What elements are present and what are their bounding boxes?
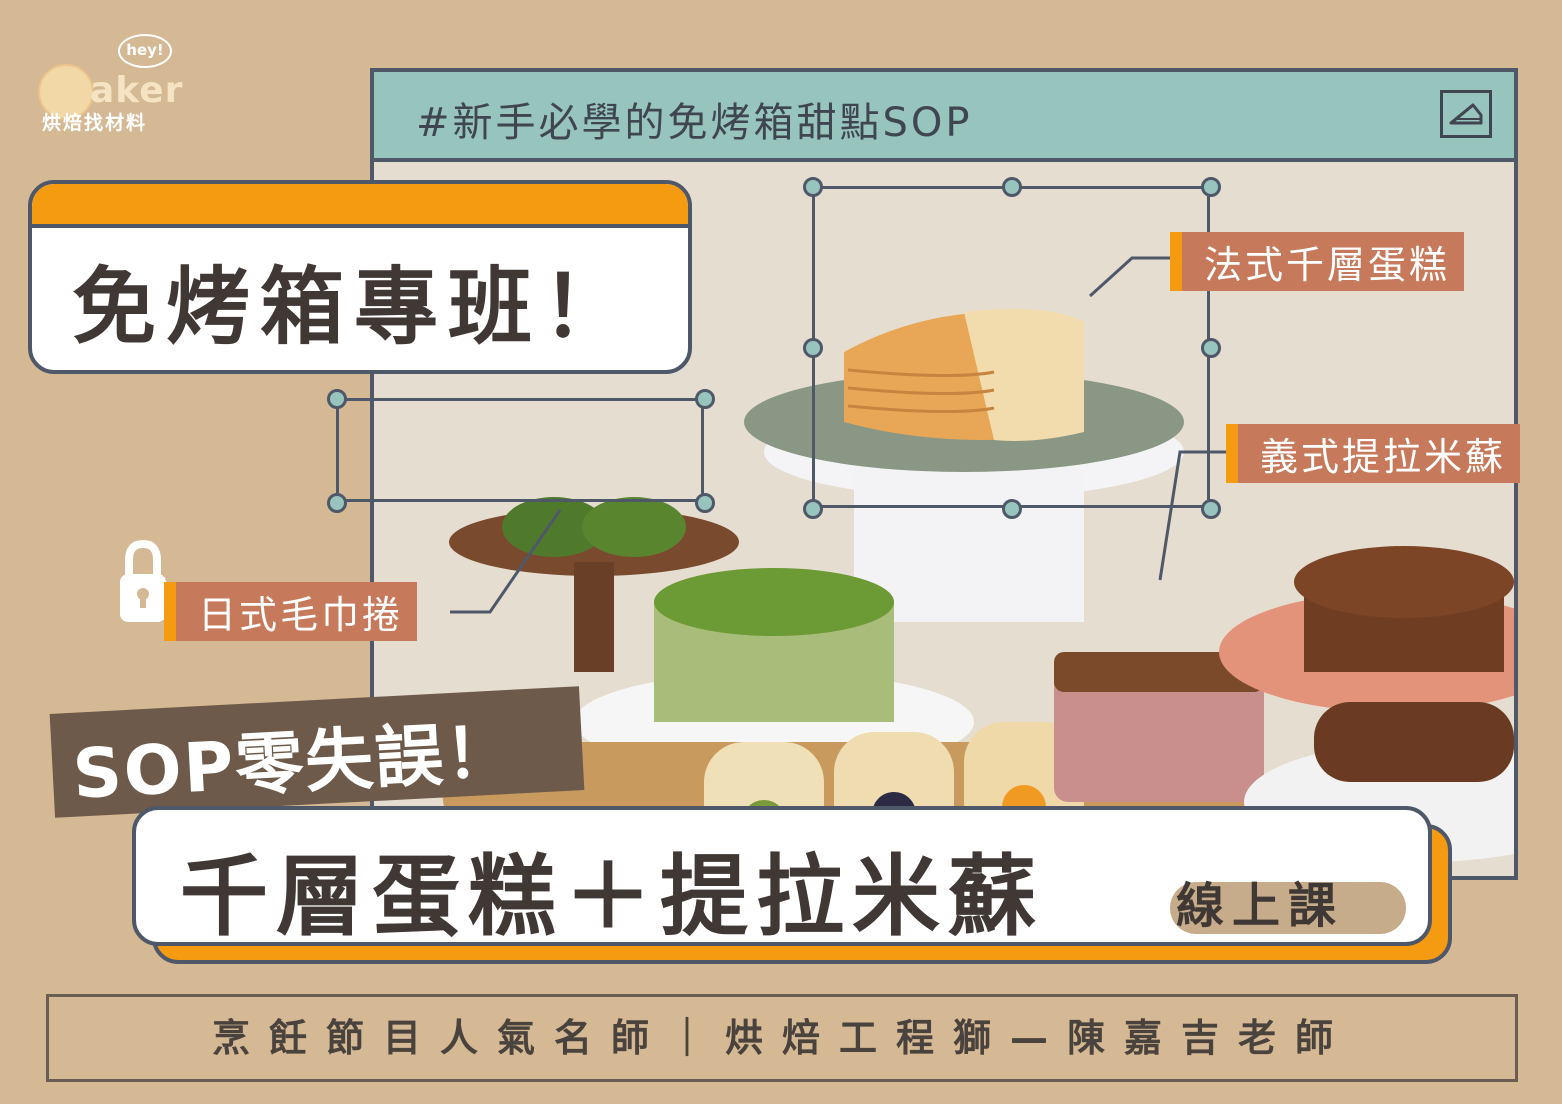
course-card: 千層蛋糕＋提拉米蘇 線上課: [132, 806, 1432, 948]
resize-handle[interactable]: [327, 389, 347, 409]
logo-speech-bubble: hey!: [118, 34, 172, 68]
selection-frame-mille-crepe[interactable]: [803, 177, 1221, 519]
resize-handle[interactable]: [1201, 499, 1221, 519]
resize-handle[interactable]: [803, 499, 823, 519]
logo-mascot-icon: [38, 64, 94, 120]
headline-card: 免烤箱專班！: [28, 180, 692, 374]
window-title: #新手必學的免烤箱甜點SOP: [416, 100, 973, 146]
headline-text: 免烤箱專班！: [72, 258, 637, 356]
tag-mille-crepe: 法式千層蛋糕: [1170, 232, 1465, 291]
selection-frame-towel-roll[interactable]: [327, 389, 715, 513]
online-course-label: 線上課: [1176, 878, 1345, 934]
resize-handle[interactable]: [327, 493, 347, 513]
lock-icon: [118, 538, 168, 624]
logo-subtitle: 烘焙找材料: [42, 112, 148, 134]
resize-handle[interactable]: [803, 177, 823, 197]
resize-handle[interactable]: [803, 338, 823, 358]
headline-card-stripe: [32, 184, 688, 228]
resize-handle[interactable]: [1002, 499, 1022, 519]
online-course-pill: [1170, 882, 1406, 934]
resize-handle[interactable]: [1201, 338, 1221, 358]
tag-towel-roll: 日式毛巾捲: [164, 582, 418, 641]
cake-slice-icon: [1440, 90, 1492, 138]
window-title-bar: #新手必學的免烤箱甜點SOP: [374, 72, 1514, 162]
resize-handle[interactable]: [695, 389, 715, 409]
instructor-footer: 烹飪節目人氣名師｜烘焙工程獅—陳嘉吉老師: [46, 994, 1518, 1082]
resize-handle[interactable]: [1201, 177, 1221, 197]
resize-handle[interactable]: [695, 493, 715, 513]
logo-wordmark: aker: [90, 70, 184, 111]
brand-logo: hey! aker 烘焙找材料: [30, 30, 200, 140]
resize-handle[interactable]: [1002, 177, 1022, 197]
instructor-text: 烹飪節目人氣名師｜烘焙工程獅—陳嘉吉老師: [211, 1016, 1352, 1060]
tag-tiramisu: 義式提拉米蘇: [1226, 424, 1521, 483]
course-title: 千層蛋糕＋提拉米蘇: [180, 845, 1045, 948]
